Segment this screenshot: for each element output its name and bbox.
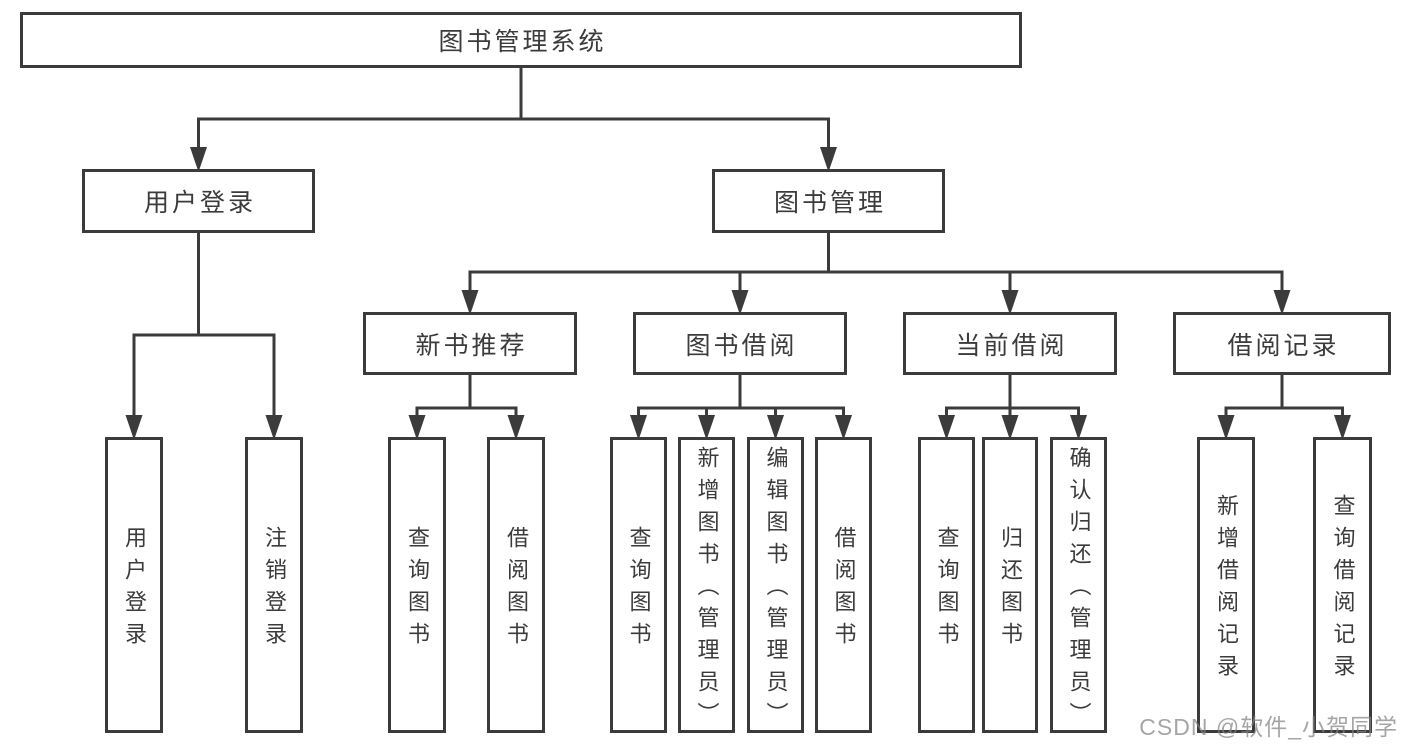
arrowhead-icon	[1217, 415, 1235, 440]
node-bb-query-book: 查询图书	[610, 437, 667, 733]
node-nbr-query-book: 查询图书	[388, 437, 446, 733]
node-label: 用户登录	[122, 526, 147, 654]
arrowhead-icon	[461, 290, 479, 315]
node-label: 查询借阅记录	[1330, 494, 1356, 686]
node-book-borrow: 图书借阅	[633, 312, 847, 375]
node-cb-confirm-return: 确认归还（管理员）	[1050, 437, 1107, 734]
arrowhead-icon	[835, 415, 852, 440]
arrowhead-icon	[938, 415, 955, 440]
node-label: 查询图书	[405, 526, 430, 654]
arrowhead-icon	[190, 147, 207, 172]
node-label: 用户登录	[143, 189, 256, 217]
node-root: 图书管理系统	[20, 12, 1022, 68]
node-label: 新增借阅记录	[1214, 494, 1239, 686]
node-new-book-recommend: 新书推荐	[363, 312, 577, 375]
arrowhead-icon	[630, 415, 647, 440]
node-book-management: 图书管理	[712, 169, 945, 233]
arrowhead-icon	[408, 415, 426, 440]
arrowhead-icon	[1001, 290, 1019, 315]
node-cb-query-book: 查询图书	[918, 437, 975, 733]
arrowhead-icon	[125, 415, 143, 440]
node-label: 确认归还（管理员）	[1066, 446, 1092, 734]
node-label: 借阅记录	[1227, 331, 1340, 360]
node-cb-return-book: 归还图书	[982, 437, 1038, 733]
arrowhead-icon	[507, 415, 525, 440]
arrowhead-icon	[1001, 415, 1019, 440]
node-label: 查询图书	[626, 526, 652, 654]
node-label: 图书借阅	[685, 331, 798, 360]
watermark: CSDN @软件_小贺同学	[1139, 714, 1398, 740]
node-label: 借阅图书	[831, 526, 857, 654]
node-bb-edit-book: 编辑图书（管理员）	[747, 437, 804, 734]
arrowhead-icon	[767, 415, 784, 440]
node-logout: 注销登录	[245, 437, 303, 733]
node-label: 新书推荐	[415, 331, 528, 360]
node-borrow-record: 借阅记录	[1173, 312, 1391, 375]
arrowhead-icon	[1273, 290, 1291, 315]
node-label: 图书管理	[773, 189, 886, 217]
node-bb-add-book: 新增图书（管理员）	[678, 437, 735, 734]
node-bb-borrow-book: 借阅图书	[815, 437, 872, 733]
arrowhead-icon	[731, 290, 749, 315]
node-label: 图书管理系统	[438, 28, 607, 56]
arrowhead-icon	[698, 415, 715, 440]
node-user-login: 用户登录	[82, 169, 315, 233]
arrowhead-icon	[820, 147, 837, 172]
node-user-login-action: 用户登录	[105, 437, 163, 733]
node-br-query-record: 查询借阅记录	[1313, 437, 1372, 733]
node-label: 新增图书（管理员）	[694, 446, 720, 734]
node-label: 编辑图书（管理员）	[763, 446, 789, 734]
node-label: 当前借阅	[955, 331, 1068, 360]
arrowhead-icon	[1334, 415, 1351, 440]
node-label: 查询图书	[934, 526, 960, 654]
node-current-borrow: 当前借阅	[903, 312, 1117, 375]
node-label: 借阅图书	[504, 526, 529, 654]
node-label: 注销登录	[262, 526, 287, 654]
node-label: 归还图书	[998, 526, 1023, 654]
arrowhead-icon	[265, 415, 283, 440]
arrowhead-icon	[1070, 415, 1087, 440]
node-nbr-borrow-book: 借阅图书	[487, 437, 545, 733]
node-br-add-record: 新增借阅记录	[1197, 437, 1255, 733]
